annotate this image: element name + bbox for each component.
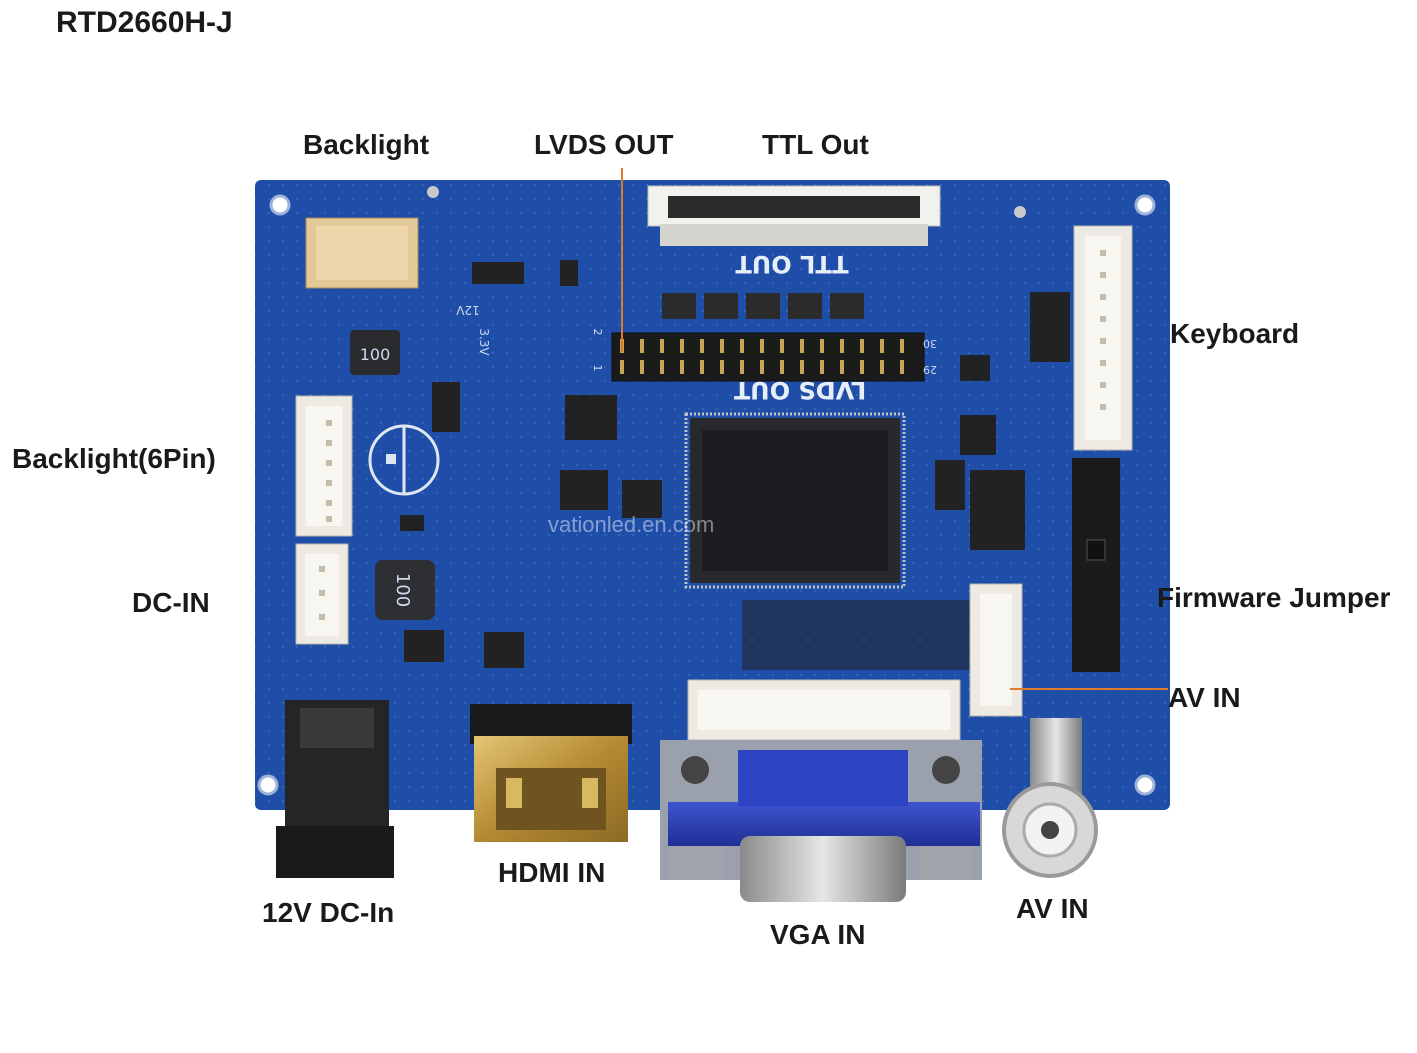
ttl-out-connector — [647, 185, 941, 246]
rca-jack — [1002, 718, 1098, 878]
resistor-arrays — [662, 293, 864, 319]
label-firmware-jumper: Firmware Jumper — [1157, 582, 1391, 613]
label-av-in-bottom: AV IN — [1016, 893, 1089, 924]
board-title: RTD2660H-J — [56, 6, 233, 39]
watermark: vationled.en.com — [548, 512, 715, 537]
label-lvds-out: LVDS OUT — [534, 129, 674, 160]
silk-pin-1: 1 — [591, 365, 604, 372]
silk-inductor-top: 100 — [360, 345, 391, 364]
label-hdmi-in: HDMI IN — [498, 857, 606, 888]
rtd2660h-chip — [684, 412, 906, 589]
lvds-out-header — [611, 332, 925, 382]
label-av-in-right: AV IN — [1168, 682, 1241, 713]
av-in-header — [969, 583, 1023, 717]
inductor-bottom — [375, 560, 435, 620]
small-components — [400, 260, 1070, 670]
backlight-6pin-connector — [295, 395, 353, 537]
silk-lvds-out: LVDS OUT — [733, 376, 866, 404]
inductor-top — [350, 330, 400, 375]
silk-ttl-out: TTL OUT — [735, 250, 849, 278]
silk-pin-2: 2 — [591, 329, 604, 336]
callout-lines — [621, 168, 1168, 690]
hdmi-port — [470, 704, 632, 842]
vga-side-connector — [687, 679, 961, 741]
label-backlight-6pin: Backlight(6Pin) — [12, 443, 216, 474]
backlight-connector — [305, 217, 419, 289]
label-keyboard: Keyboard — [1170, 318, 1300, 349]
firmware-jumper-header — [1072, 458, 1120, 672]
label-12v-dc-in: 12V DC-In — [262, 897, 395, 928]
silk-pin-30: 30 — [923, 337, 937, 350]
vga-port — [660, 740, 982, 902]
silk-inductor-bottom: 100 — [392, 573, 413, 607]
silk-pin-29: 29 — [923, 363, 937, 376]
silk-3v3: 3.3V — [477, 328, 491, 356]
label-vga-in: VGA IN — [770, 919, 866, 950]
label-ttl-out: TTL Out — [762, 129, 869, 160]
dc-jack — [276, 700, 394, 878]
label-backlight: Backlight — [303, 129, 430, 160]
dc-in-connector — [295, 543, 349, 645]
label-dc-in: DC-IN — [132, 587, 210, 618]
silk-12v: 12V — [455, 303, 479, 317]
keyboard-connector — [1073, 225, 1133, 451]
capacitor-marking — [368, 424, 440, 496]
